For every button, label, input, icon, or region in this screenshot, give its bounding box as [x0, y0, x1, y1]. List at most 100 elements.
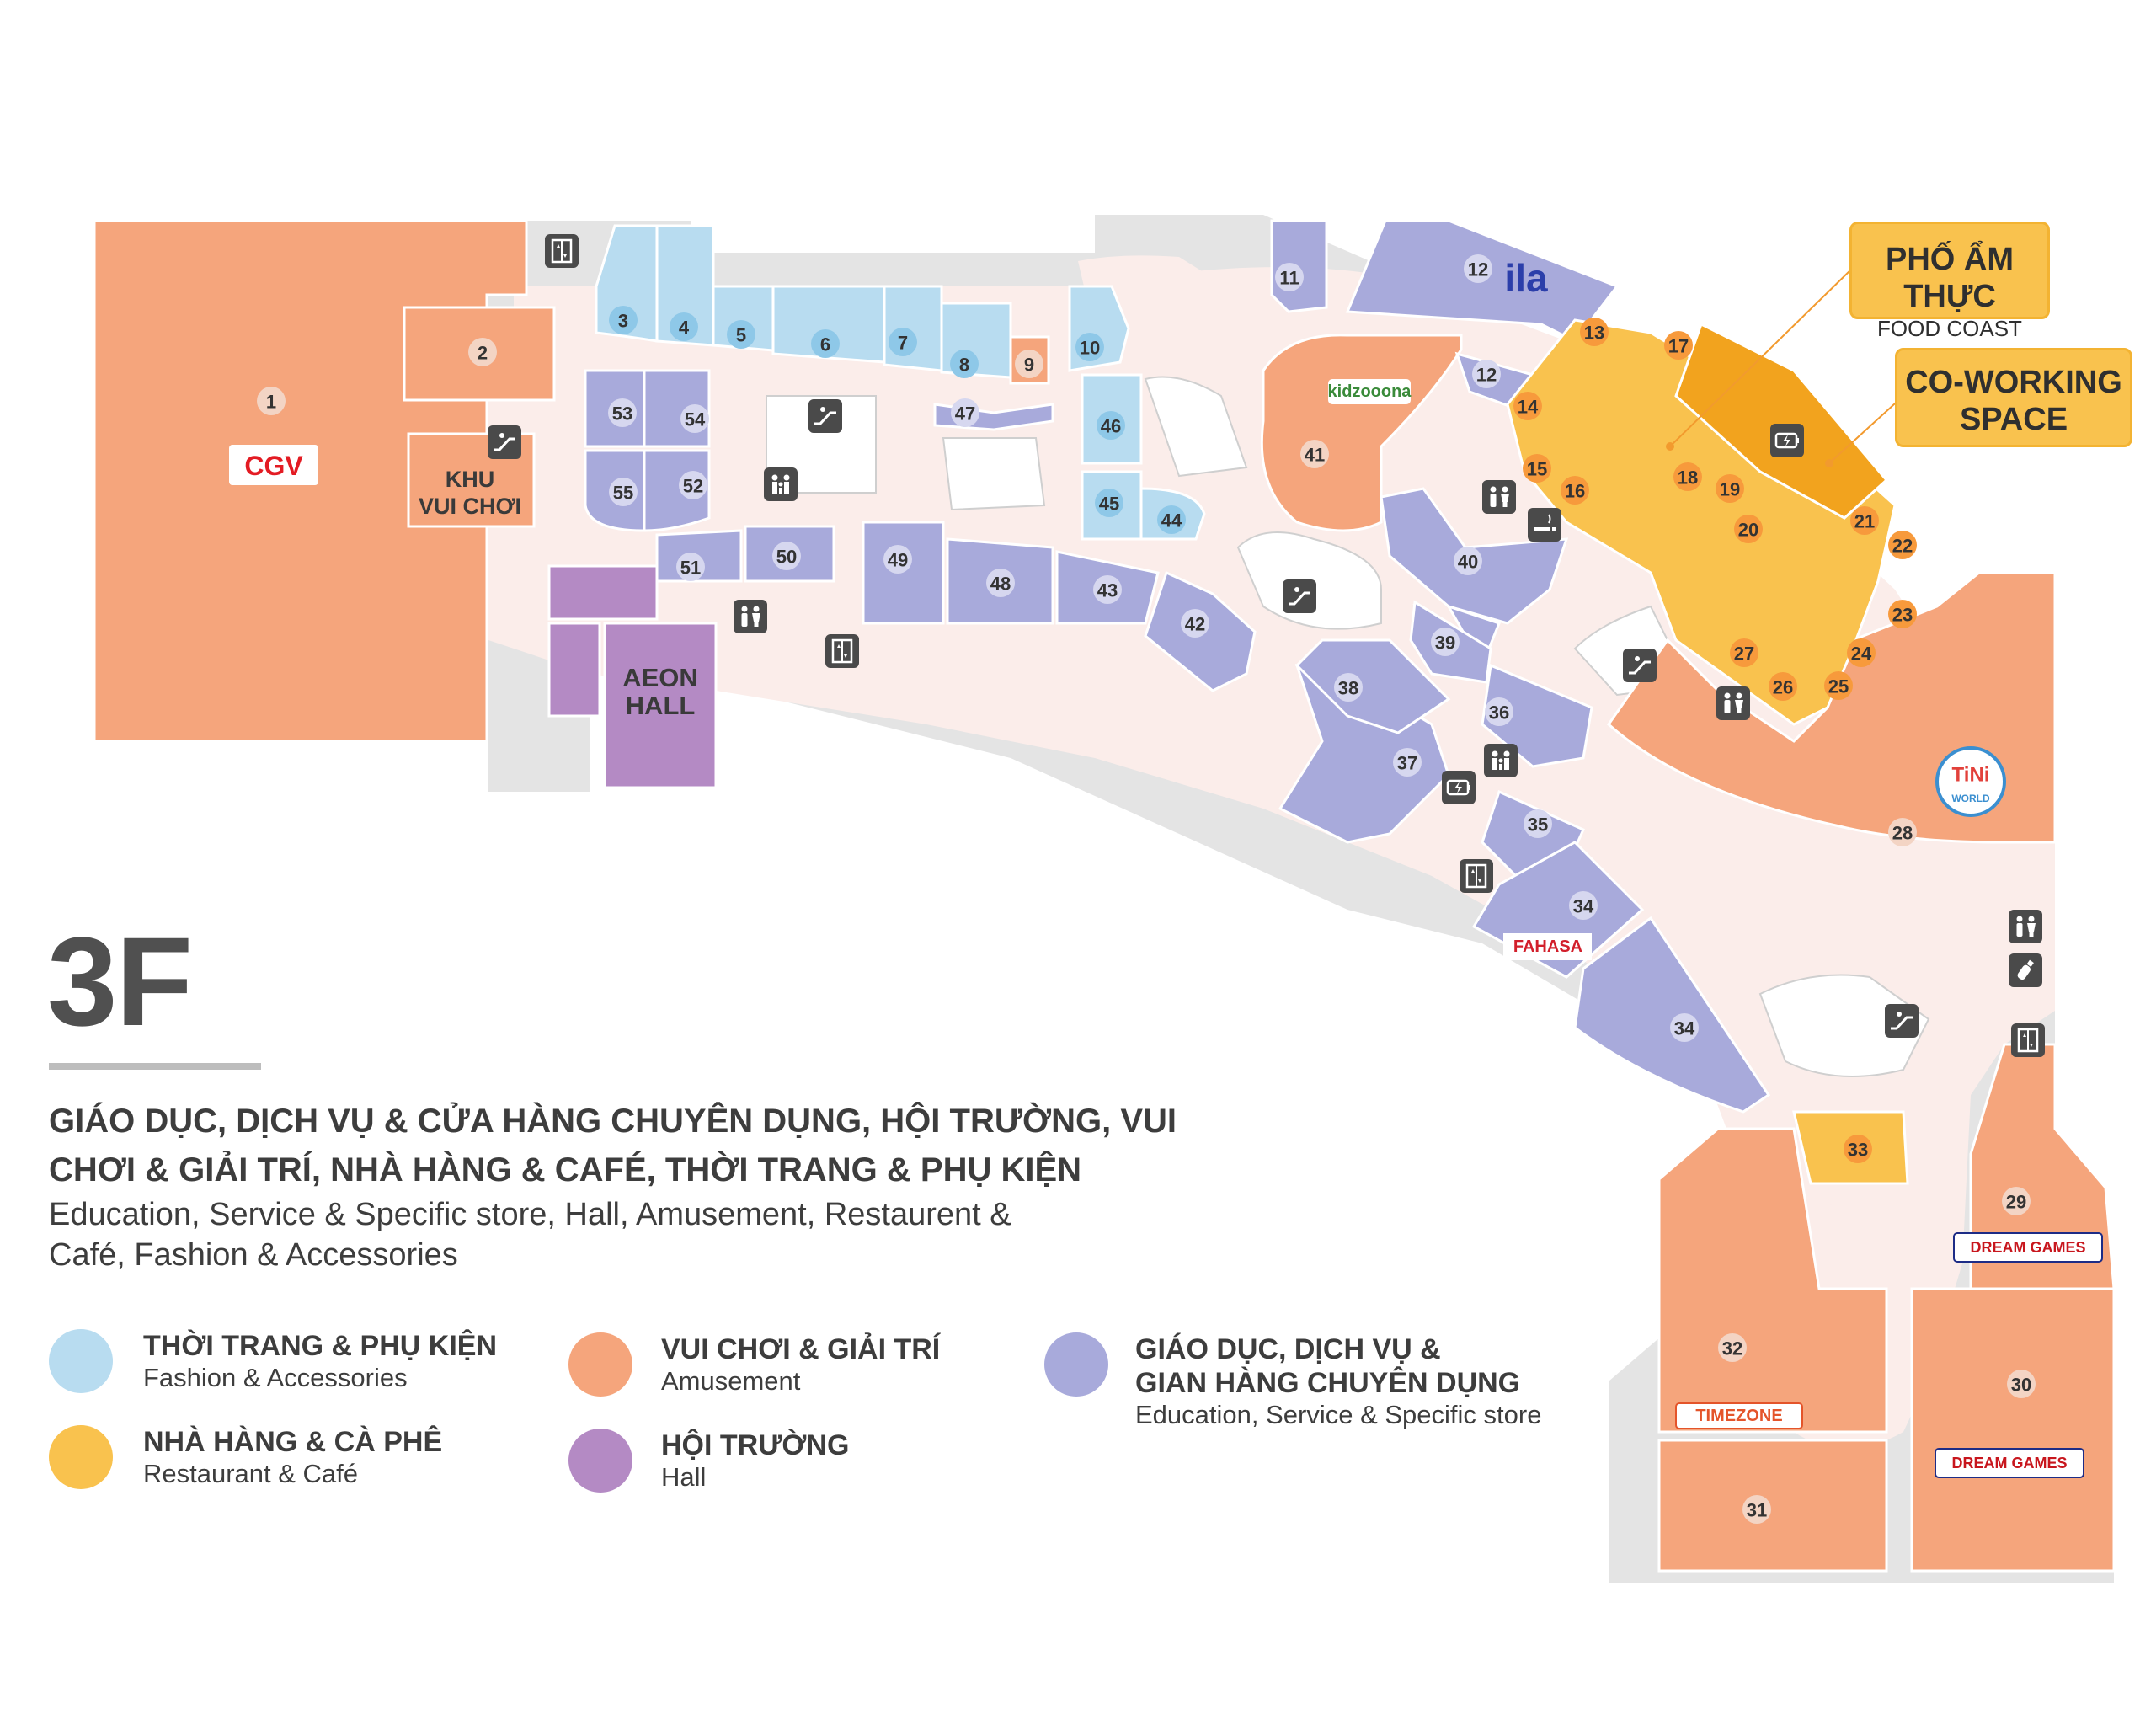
- unit-badge[interactable]: [1431, 628, 1460, 656]
- elevator-icon[interactable]: [824, 633, 861, 670]
- unit-badge[interactable]: [1300, 440, 1329, 468]
- timezone-logo: TIMEZONE: [1675, 1402, 1803, 1429]
- unit-badge[interactable]: [1888, 600, 1917, 628]
- restroom-icon[interactable]: [1482, 480, 1516, 514]
- restroom-icon[interactable]: [2009, 910, 2042, 943]
- escalator-icon[interactable]: [1621, 647, 1658, 684]
- unit-badge[interactable]: [608, 398, 637, 427]
- unit-badge[interactable]: [1485, 697, 1513, 726]
- coworking-title-line2: SPACE: [1959, 402, 2068, 437]
- unit-badge[interactable]: [1334, 673, 1363, 702]
- unit-badge[interactable]: [679, 471, 707, 499]
- unit-badge[interactable]: [1093, 575, 1122, 604]
- unit-badge[interactable]: [951, 398, 979, 427]
- svg-text:CGV: CGV: [244, 451, 303, 481]
- unit-badge[interactable]: [950, 350, 979, 378]
- unit-badge[interactable]: [1464, 254, 1492, 283]
- elevator-icon[interactable]: [543, 232, 580, 270]
- unit-badge[interactable]: [1472, 360, 1501, 388]
- unit-number: 49: [888, 550, 908, 571]
- unit-badge[interactable]: [676, 553, 705, 581]
- unit-badge[interactable]: [1393, 748, 1422, 777]
- unit-badge[interactable]: [1523, 454, 1551, 483]
- unit-badge[interactable]: [1888, 818, 1917, 846]
- unit-badge[interactable]: [1454, 547, 1482, 575]
- unit-number: 5: [736, 325, 746, 346]
- unit-badge[interactable]: [1670, 1013, 1699, 1042]
- unit-badge[interactable]: [1888, 531, 1917, 559]
- unit-badge[interactable]: [883, 545, 912, 574]
- unit-badge[interactable]: [2007, 1370, 2036, 1398]
- unit-badge[interactable]: [1847, 638, 1876, 667]
- unit-number: 22: [1892, 536, 1913, 557]
- unit-badge[interactable]: [1569, 891, 1598, 920]
- unit-number: 21: [1854, 511, 1875, 532]
- unit-number: 42: [1185, 614, 1205, 635]
- unit-badge[interactable]: [811, 329, 840, 358]
- smoking-room-icon[interactable]: [1527, 507, 1562, 542]
- unit-badge[interactable]: [1673, 462, 1702, 491]
- unit-badge[interactable]: [257, 387, 286, 415]
- hall-units[interactable]: [547, 564, 718, 789]
- unit-badge[interactable]: [468, 338, 497, 366]
- unit-badge[interactable]: [1075, 333, 1104, 361]
- unit-number: 17: [1668, 336, 1689, 357]
- charging-station-icon[interactable]: [1440, 769, 1477, 806]
- unit-badge[interactable]: [1524, 809, 1552, 838]
- unit-badge[interactable]: [1718, 1333, 1747, 1362]
- unit-badge[interactable]: [727, 320, 755, 349]
- coworking-space-area[interactable]: [1674, 322, 1889, 520]
- svg-text:DREAM GAMES: DREAM GAMES: [1970, 1239, 2085, 1256]
- elevator-icon[interactable]: [1458, 857, 1495, 895]
- unit-badge[interactable]: [1181, 609, 1209, 638]
- unit-badge[interactable]: [1850, 506, 1879, 535]
- baby-care-icon[interactable]: [2009, 953, 2042, 987]
- unit-badge[interactable]: [1742, 1495, 1771, 1524]
- unit-number: 4: [679, 318, 690, 339]
- unit-badge[interactable]: [1716, 474, 1744, 503]
- unit-badge[interactable]: [1824, 671, 1853, 700]
- legend-sublabel: Education, Service & Specific store: [1135, 1400, 1542, 1429]
- fashion-units[interactable]: [595, 224, 1206, 541]
- floor-categories-vi: GIÁO DỤC, DỊCH VỤ & CỬA HÀNG CHUYÊN DỤNG…: [49, 1103, 1177, 1188]
- escalator-icon[interactable]: [807, 398, 844, 435]
- unit-badge[interactable]: [2002, 1187, 2031, 1215]
- escalator-icon[interactable]: [1883, 1002, 1920, 1039]
- unit-number: 1: [266, 392, 276, 413]
- unit-badge[interactable]: [1734, 515, 1763, 543]
- unit-badge[interactable]: [1157, 505, 1186, 534]
- unit-badge[interactable]: [1513, 392, 1542, 420]
- unit-number: 44: [1161, 510, 1182, 531]
- unit-badge[interactable]: [772, 542, 801, 570]
- unit-badge[interactable]: [1580, 318, 1609, 346]
- unit-number: 47: [955, 403, 975, 425]
- unit-number: 19: [1720, 479, 1740, 500]
- charging-station-icon[interactable]: [1769, 422, 1806, 459]
- unit-badge[interactable]: [609, 478, 638, 506]
- unit-badge[interactable]: [1561, 476, 1589, 505]
- unit-badge[interactable]: [609, 306, 638, 334]
- food-coast-marker: [1666, 442, 1674, 451]
- unit-badge[interactable]: [1097, 411, 1125, 440]
- unit-badge[interactable]: [1015, 350, 1043, 378]
- unit-badge[interactable]: [1275, 263, 1304, 291]
- family-room-icon[interactable]: [764, 467, 798, 501]
- unit-badge[interactable]: [670, 312, 698, 341]
- unit-badge[interactable]: [680, 404, 709, 433]
- unit-badge[interactable]: [889, 328, 917, 356]
- unit-badge[interactable]: [1730, 638, 1758, 667]
- unit-badge[interactable]: [1095, 489, 1123, 517]
- unit-number: 54: [685, 409, 706, 430]
- escalator-icon[interactable]: [1281, 578, 1318, 615]
- restroom-icon[interactable]: [734, 600, 767, 633]
- unit-badge[interactable]: [1769, 672, 1797, 701]
- unit-badge[interactable]: [1844, 1135, 1872, 1163]
- unit-badge[interactable]: [1664, 331, 1693, 360]
- unit-badge[interactable]: [986, 569, 1015, 597]
- elevator-icon[interactable]: [2009, 1022, 2047, 1059]
- restroom-icon[interactable]: [1716, 686, 1750, 720]
- family-room-icon[interactable]: [1484, 744, 1518, 777]
- escalator-icon[interactable]: [486, 424, 523, 461]
- legend-label-line2: GIAN HÀNG CHUYÊN DỤNG: [1135, 1367, 1521, 1399]
- floor-label: 3F: [47, 911, 193, 1052]
